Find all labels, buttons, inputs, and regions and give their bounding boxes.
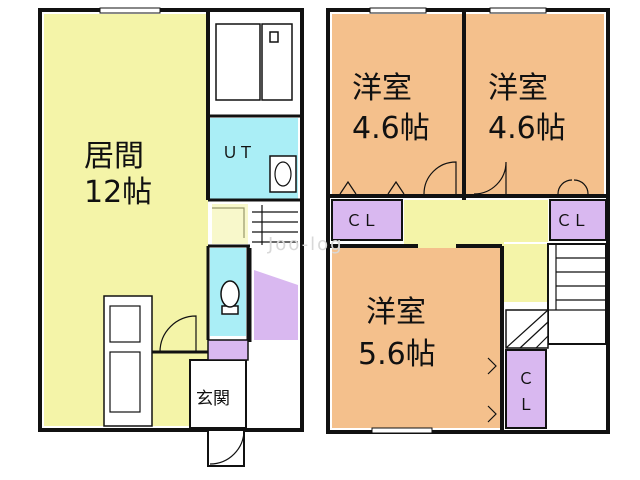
- ut-label: ＵＴ: [222, 143, 254, 162]
- staircase-2f: [547, 243, 607, 345]
- room1-door-swing: [423, 161, 457, 195]
- living-room-name: 居間: [84, 139, 144, 174]
- closet-2-door: [557, 179, 589, 195]
- closet-1-label: ＣＬ: [346, 211, 378, 230]
- western-room-1: [332, 14, 462, 194]
- bathtub: [215, 23, 261, 101]
- room3-name: 洋室: [366, 295, 426, 330]
- closet-1: [331, 199, 403, 241]
- room2-size: 4.6帖: [488, 111, 566, 146]
- room2-window: [489, 7, 547, 14]
- room1-size: 4.6帖: [352, 111, 430, 146]
- kitchen-stove: [109, 351, 141, 413]
- living-window: [99, 7, 161, 14]
- western-room-3: [332, 248, 500, 428]
- stair-landing-steps: [505, 309, 606, 349]
- entrance: [189, 359, 247, 429]
- washbasin-bowl: [274, 161, 292, 187]
- watermark: Joo-log: [267, 234, 344, 255]
- closet-3-label-c: ＣＬ: [518, 369, 534, 414]
- kitchen-sink: [109, 305, 141, 343]
- bath-faucet: [269, 31, 279, 43]
- room1-window: [369, 7, 427, 14]
- closet-2: [549, 199, 607, 241]
- toilet-bowl: [220, 280, 240, 308]
- room3-window: [371, 427, 433, 434]
- staircase-2f-steps: [555, 244, 606, 310]
- western-room-2: [466, 14, 604, 194]
- front-door-swing: [209, 429, 245, 465]
- front-door-step: [207, 429, 245, 467]
- hallway-2f-side: [504, 244, 548, 302]
- staircase-1f-steps: [252, 205, 298, 245]
- shoe-closet: [207, 339, 249, 361]
- closet-3: [505, 349, 547, 429]
- stair-hall: [212, 204, 248, 244]
- room3-size: 5.6帖: [358, 337, 436, 372]
- room2-name: 洋室: [488, 71, 548, 106]
- room1-name: 洋室: [352, 71, 412, 106]
- under-stair-storage: [254, 270, 298, 340]
- kitchen-counter: [103, 295, 153, 427]
- closet-1-door: [339, 180, 405, 195]
- living-room-size: 12帖: [84, 175, 152, 210]
- closet-2-label: ＣＬ: [556, 211, 588, 230]
- room3-closet-door: [487, 357, 497, 423]
- room2-door-swing: [473, 161, 507, 195]
- living-door-swing: [159, 315, 197, 353]
- entrance-label: 玄関: [196, 389, 230, 409]
